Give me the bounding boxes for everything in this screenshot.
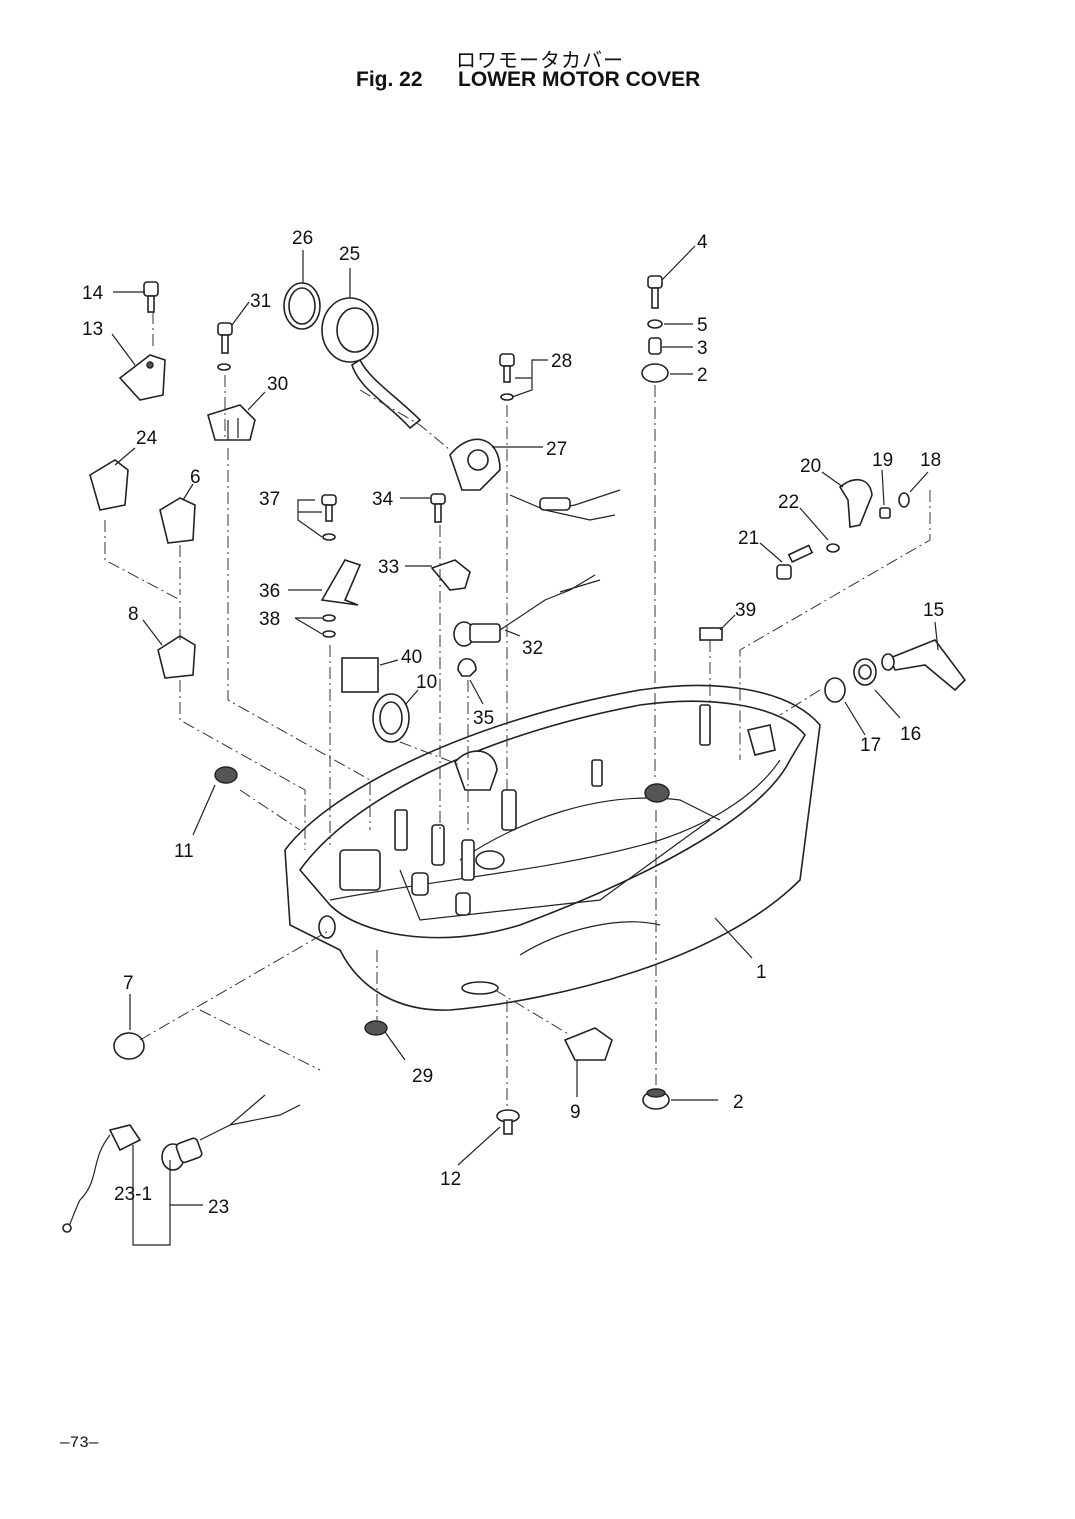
leader-lines [111, 245, 939, 1246]
figure-title: LOWER MOTOR COVER [458, 68, 701, 91]
callout-1: 1 [756, 962, 767, 983]
part-27-plate [449, 438, 501, 491]
callout-38: 38 [259, 609, 280, 630]
part-27-harness [509, 489, 621, 521]
part-40-label [341, 657, 379, 693]
callout-24: 24 [136, 428, 158, 449]
part-38-washers [322, 614, 336, 638]
part-35-clip [457, 657, 477, 677]
figure-number: Fig. 22 [356, 68, 423, 91]
part-30-grommet [207, 404, 256, 441]
part-5-washer [647, 319, 663, 329]
callout-25: 25 [339, 244, 360, 265]
callout-15: 15 [923, 600, 944, 621]
part-32-switch [453, 574, 601, 647]
part-28-screw [499, 353, 515, 401]
callout-22: 22 [778, 492, 799, 513]
page-number: —73— [60, 1434, 99, 1452]
callout-12: 12 [440, 1169, 461, 1190]
callout-21: 21 [738, 528, 759, 549]
callout-4: 4 [697, 232, 708, 253]
part-18-washer [898, 492, 910, 508]
part-2-grommet-lower [642, 1088, 670, 1110]
part-31-screw [217, 322, 233, 371]
part-25-cable-grommet [321, 297, 422, 430]
callout-23-1: 23-1 [114, 1184, 152, 1205]
part-9-cover [563, 1027, 613, 1061]
callout-36: 36 [259, 581, 280, 602]
callout-34: 34 [372, 489, 394, 510]
callout-29: 29 [412, 1066, 433, 1087]
part-29-plug [364, 1020, 388, 1036]
callout-13: 13 [82, 319, 103, 340]
part-21-bolt [776, 544, 814, 580]
part-12-screw [496, 1109, 520, 1135]
part-36-bracket [320, 559, 362, 606]
callout-16: 16 [900, 724, 921, 745]
part-24-switch [89, 459, 129, 511]
callout-32: 32 [522, 638, 543, 659]
part-20-bracket [838, 478, 873, 528]
part-23-stop-switch [161, 1094, 301, 1171]
lower-motor-cover-body [284, 684, 821, 1011]
part-39-label [699, 627, 723, 641]
part-4-bolt [647, 275, 663, 309]
callout-3: 3 [697, 338, 708, 359]
callout-8: 8 [128, 604, 139, 625]
part-16-bushing [853, 658, 877, 686]
callout-2-lower: 2 [733, 1092, 744, 1113]
callout-27: 27 [546, 439, 567, 460]
callout-9: 9 [570, 1102, 581, 1123]
part-15-lever [881, 639, 967, 692]
part-13-bracket [118, 354, 166, 401]
title-japanese: ロワモータカバー [456, 48, 624, 72]
part-37-screw [321, 494, 337, 541]
callout-10: 10 [416, 672, 437, 693]
part-8-switch [157, 635, 196, 679]
callout-37: 37 [259, 489, 280, 510]
part-26-oring [283, 282, 321, 330]
callout-23: 23 [208, 1197, 229, 1218]
callout-6: 6 [190, 467, 201, 488]
callout-5: 5 [697, 315, 708, 336]
part-6-switch [159, 497, 196, 544]
callout-11: 11 [174, 841, 194, 862]
callout-39: 39 [735, 600, 756, 621]
callout-14: 14 [82, 283, 104, 304]
callout-30: 30 [267, 374, 288, 395]
part-22-washer [826, 543, 840, 553]
part-23-1-lanyard [62, 1124, 142, 1233]
part-17-collar [824, 677, 846, 703]
callout-40: 40 [401, 647, 422, 668]
part-19-nut [879, 507, 891, 519]
part-7-cap [113, 1032, 145, 1060]
callout-19: 19 [872, 450, 893, 471]
part-34-screw [430, 493, 446, 523]
assembly-lines [104, 312, 931, 1110]
part-3-collar [648, 337, 662, 355]
callout-31: 31 [250, 291, 271, 312]
callout-26: 26 [292, 228, 313, 249]
part-2-grommet-upper [641, 363, 669, 383]
part-11-plug [214, 766, 238, 784]
callout-33: 33 [378, 557, 399, 578]
part-33-bracket [430, 559, 471, 591]
callout-20: 20 [800, 456, 821, 477]
callout-labels: 1 2 2 3 4 5 6 7 8 9 10 11 12 13 14 15 16… [82, 228, 944, 1218]
callout-35: 35 [473, 708, 494, 729]
callout-18: 18 [920, 450, 941, 471]
callout-7: 7 [123, 973, 134, 994]
callout-2-upper: 2 [697, 365, 708, 386]
callout-28: 28 [551, 351, 572, 372]
part-10-grommet [372, 693, 410, 743]
callout-17: 17 [860, 735, 881, 756]
part-14-bolt [143, 281, 159, 313]
